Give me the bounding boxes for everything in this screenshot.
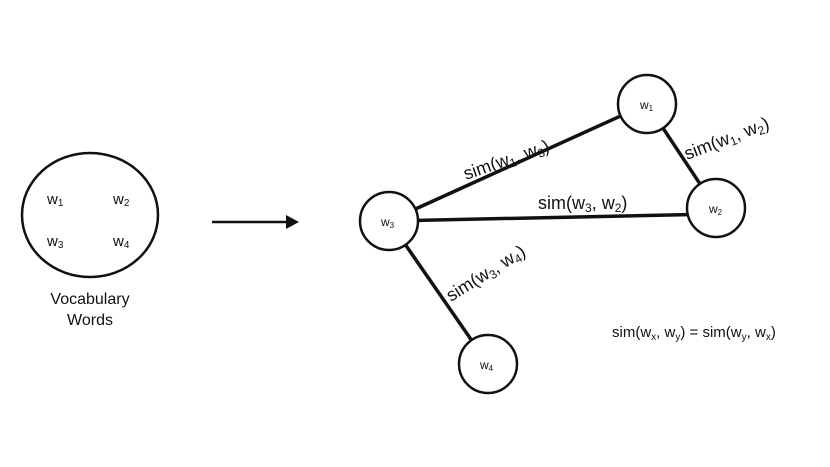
vocabulary-ellipse [20,151,160,279]
svg-text:w1: w1 [639,98,654,113]
edge-label-w3-w4: sim(w3, w4) [443,241,530,307]
svg-text:sim(wx, wy) = sim(wy, wx): sim(wx, wy) = sim(wy, wx) [612,324,776,343]
vocabulary-caption: Vocabulary Words [30,289,150,331]
svg-text:sim(w1, w2): sim(w1, w2) [681,113,772,166]
svg-text:sim(w3, w4): sim(w3, w4) [443,241,530,307]
svg-text:sim(w3, w2): sim(w3, w2) [538,193,627,215]
vocabulary-caption-line2: Words [67,312,113,329]
svg-text:w4: w4 [479,358,494,373]
vocabulary-caption-line1: Vocabulary [50,291,130,308]
svg-text:w1: w1 [46,191,64,209]
svg-text:w3: w3 [380,215,395,230]
svg-text:sim(w1, w3): sim(w1, w3) [461,136,553,186]
symmetry-note: sim(wx, wy) = sim(wy, wx) [612,324,776,343]
edge-label-w3-w1: sim(w1, w3) [461,136,553,186]
vocabulary-word-w1: w1 [46,191,64,209]
svg-text:w3: w3 [46,233,64,251]
vocabulary-word-w3: w3 [46,233,64,251]
svg-text:w2: w2 [708,202,723,217]
edge-label-w1-w2: sim(w1, w2) [681,113,772,166]
vocabulary-word-w4: w4 [112,233,130,251]
node-w3: w3 [358,190,420,252]
edge-w3-w1 [388,102,648,223]
edge-w3-w2 [388,212,717,223]
arrow-icon [212,215,299,229]
node-w4: w4 [457,333,519,395]
vocabulary-word-w2: w2 [112,191,130,209]
svg-text:w2: w2 [112,191,130,209]
node-w2: w2 [685,177,747,239]
edge-label-w3-w2: sim(w3, w2) [538,193,627,215]
svg-text:w4: w4 [112,233,130,251]
node-w1: w1 [616,73,678,135]
